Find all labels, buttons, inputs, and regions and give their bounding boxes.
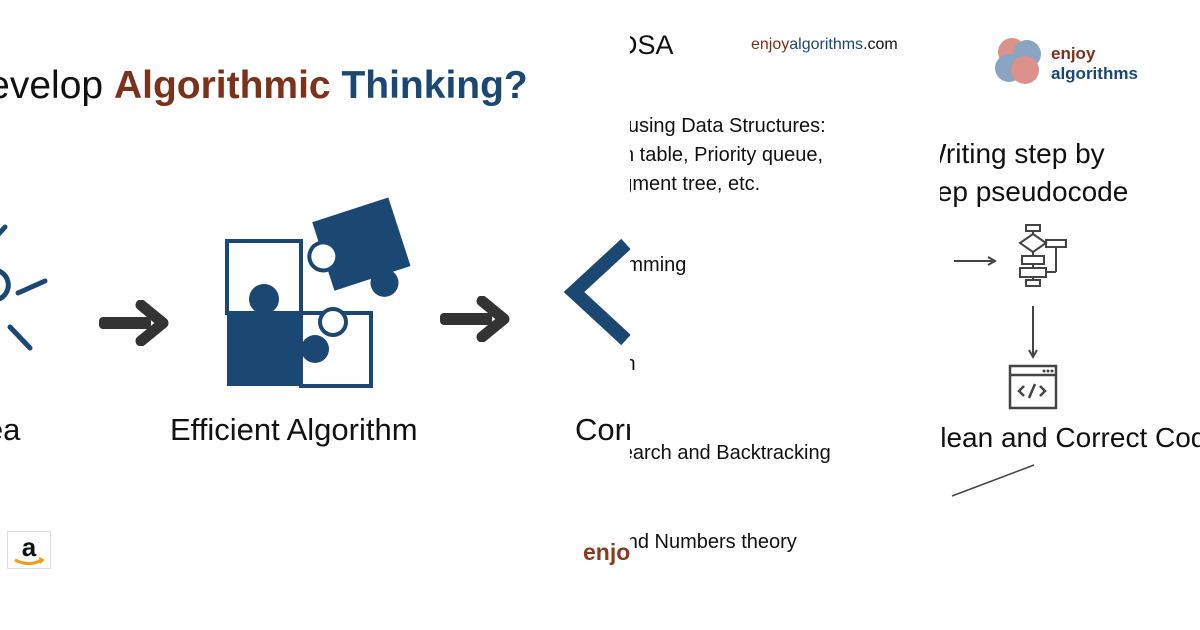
enjoyalgorithms-logo-text: enjoy algorithms [1051,44,1138,84]
enjoyalgorithms-logo-icon [995,38,1041,84]
enjoy-brand-text: enjoy [583,539,630,565]
clean-code-caption: Clean and Correct Code [940,422,1200,453]
puzzle-icon [225,197,411,388]
title-part-algorithmic: Algorithmic [113,64,331,107]
pseudocode-line-2: step pseudocode [940,176,1129,207]
topic-line: BST, Segment tree, etc. [600,173,761,195]
arrow-right-icon [440,296,510,342]
caption-efficient-algorithm: Efficient Algorithm [170,412,418,447]
title-part-thinking: Thinking? [330,64,528,107]
amazon-logo-icon: a [7,531,51,569]
lightbulb-icon [0,224,48,351]
slide-pseudocode: enjoy algorithms Writing step by step ps… [940,0,1200,630]
logo-line-enjoy: enjoy [1051,44,1096,63]
url-part-enjoy: enjoy [751,36,790,53]
flowchart-icon [954,224,1067,360]
url-part-algorithms: algorithms [789,36,864,53]
code-window-icon [1008,364,1058,410]
logo-line-algorithms: algorithms [1051,64,1138,83]
topic-line: Exhaustive Search and Backtracking [600,442,831,464]
url-part-com: .com [863,36,898,53]
svg-text:a: a [22,532,37,562]
topic-line: Problem solving using Data Structures: [600,115,826,137]
brand-url: enjoyalgorithms.com [751,36,898,54]
topic-line: Recursion and Numbers theory [600,531,797,553]
title-part-develop: Develop [0,64,104,107]
slide-algorithmic-thinking: Develop Algorithmic Thinking? [0,64,630,569]
slide-title: Develop Algorithmic Thinking? [0,64,528,108]
caption-correct-code: Correct Code [575,412,630,447]
slide-dsa-topics: DSA enjoyalgorithms.com Problem solving … [600,0,940,630]
topic-line: Array, Hash table, Priority queue, [600,144,824,166]
caption-idea: Idea [0,412,21,447]
arrow-right-icon [99,300,169,346]
code-chevron-icon [563,238,630,346]
pseudocode-line-1: Writing step by [940,138,1105,169]
divider-line [951,464,1035,497]
